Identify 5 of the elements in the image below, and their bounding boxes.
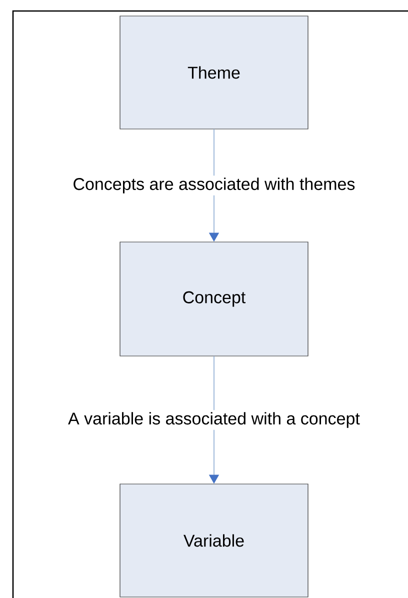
- edge-label: A variable is associated with a concept: [66, 410, 362, 430]
- process-box: Concept: [120, 242, 308, 356]
- process-box: Theme: [120, 16, 308, 130]
- edge-label: Concepts are associated with themes: [70, 176, 358, 196]
- process-box: Variable: [120, 484, 308, 598]
